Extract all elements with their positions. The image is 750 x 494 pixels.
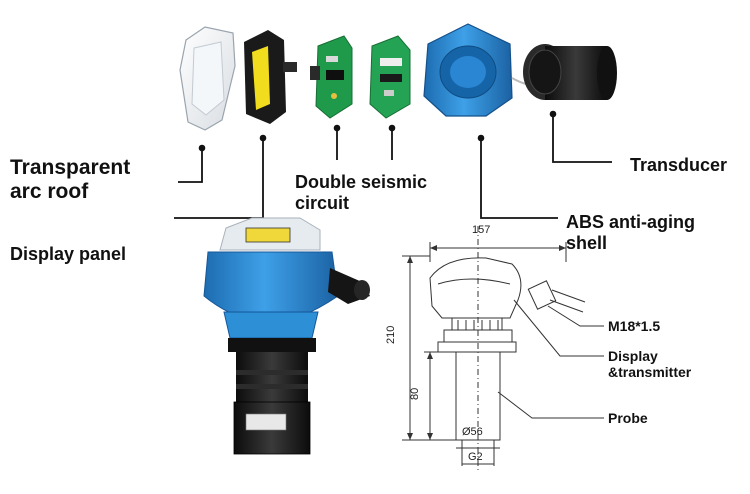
dim-thread: G2 (468, 451, 483, 463)
pcb-board-1-part (310, 35, 353, 119)
label-display-transmitter-line2: &transmitter (608, 364, 692, 381)
label-double-seismic-line1: Double seismic (295, 172, 428, 192)
label-display-panel: Display panel (10, 244, 127, 264)
display-panel-part (244, 30, 297, 124)
label-double-seismic-circuit: Double seismic circuit (295, 172, 427, 213)
label-display-transmitter-line1: Display (608, 348, 658, 364)
pcb-board-2-part (369, 35, 411, 119)
assembled-sensor (203, 217, 370, 455)
label-abs-shell-line1: ABS anti-aging (566, 212, 695, 232)
dimension-arrows (407, 245, 566, 440)
dim-probe-length: 80 (409, 387, 421, 400)
label-transparent-arc-roof: Transparent arc roof (10, 156, 130, 204)
dim-width: 157 (472, 224, 491, 236)
dim-height: 210 (385, 325, 397, 344)
label-probe: Probe (608, 410, 648, 426)
technical-drawing (402, 226, 604, 470)
label-transducer: Transducer (630, 155, 728, 175)
label-transparent-arc-roof-line1: Transparent (10, 156, 131, 179)
dim-diameter: Ø56 (462, 426, 483, 438)
leader-dots (198, 110, 557, 152)
label-double-seismic-line2: circuit (295, 192, 350, 213)
label-display-transmitter: Display &transmitter (608, 348, 691, 380)
label-abs-shell-line2: shell (566, 232, 608, 253)
abs-shell-part (423, 23, 541, 117)
transducer-part (523, 44, 617, 100)
label-transparent-arc-roof-line2: arc roof (10, 180, 89, 204)
label-abs-shell: ABS anti-aging shell (566, 212, 695, 253)
transparent-arc-roof-part (179, 26, 236, 131)
label-cable-thread: M18*1.5 (608, 318, 661, 334)
